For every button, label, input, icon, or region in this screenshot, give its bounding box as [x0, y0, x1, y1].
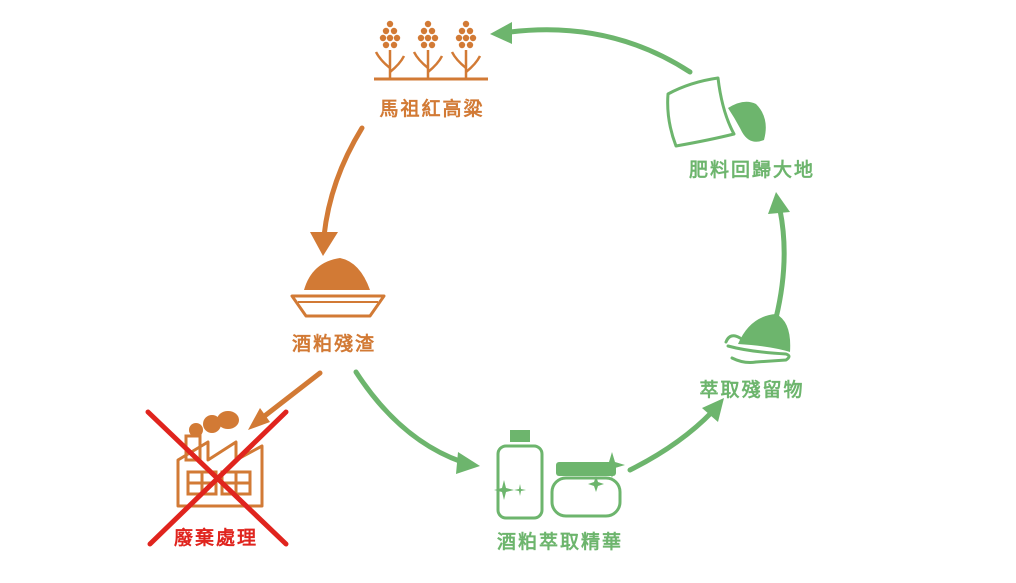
- factory-icon: [176, 411, 264, 508]
- arrow-remnant-to-fertilizer: [768, 192, 790, 321]
- node-label-sorghum: 馬祖紅高粱: [379, 98, 485, 120]
- sorghum-plant-icon: [374, 20, 488, 81]
- crossed-out-icon: [145, 409, 289, 547]
- fertilizer-bag-icon: [666, 76, 766, 148]
- arrow-fertilizer-to-sorghum: [490, 22, 693, 75]
- cosmetic-bottles-icon: [494, 430, 625, 520]
- node-label-extract: 酒粕萃取精華: [496, 531, 624, 553]
- arrow-residue-to-waste: [248, 370, 323, 430]
- arrow-residue-to-extract: [353, 369, 480, 474]
- residue-bowl-icon: [290, 258, 386, 318]
- node-label-remnant: 萃取殘留物: [699, 379, 805, 401]
- node-label-residue: 酒粕殘渣: [291, 333, 377, 355]
- node-label-fertilizer: 肥料回歸大地: [688, 159, 816, 181]
- hand-holding-residue-icon: [724, 314, 791, 364]
- node-label-waste: 廢棄處理: [173, 527, 259, 549]
- arrow-extract-to-remnant: [627, 398, 724, 473]
- arrow-sorghum-to-residue: [310, 125, 365, 256]
